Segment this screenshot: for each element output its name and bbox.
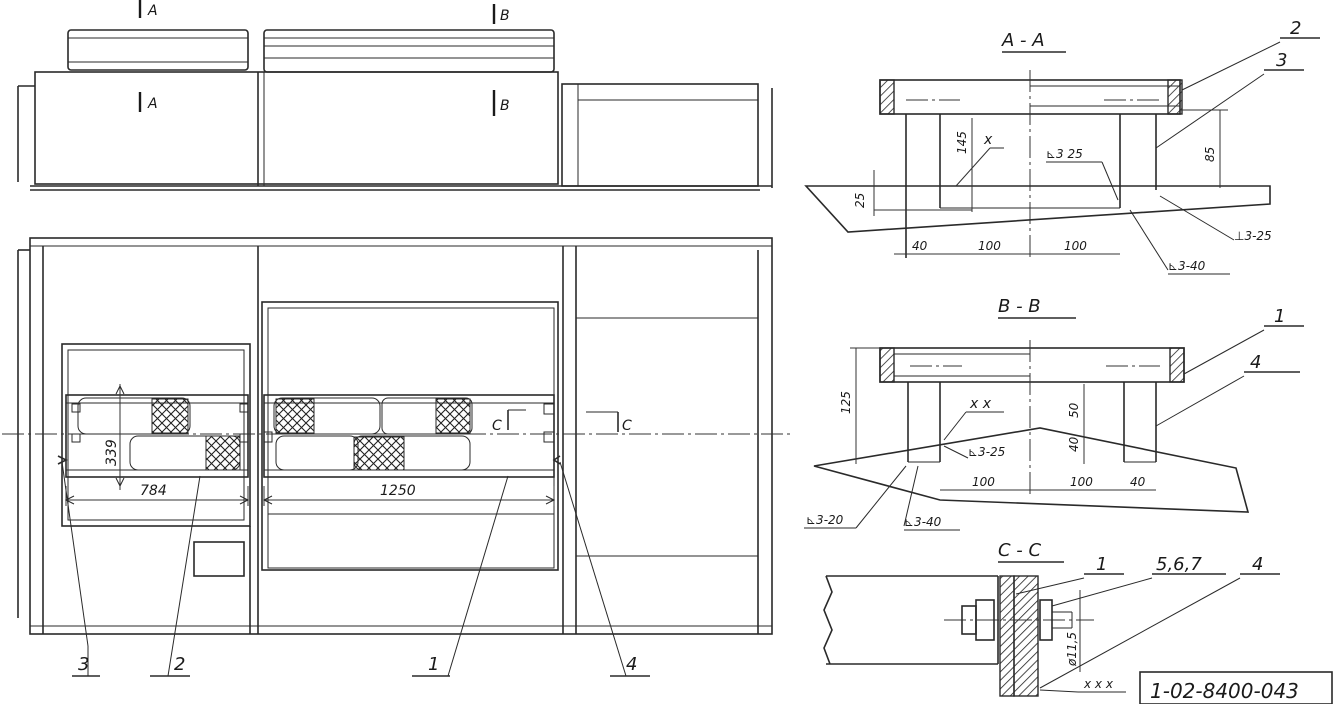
- bb-callout-4: 4: [1250, 352, 1261, 373]
- callout-1: 1: [428, 654, 439, 675]
- aa-dim-100b: 100: [1064, 239, 1087, 253]
- section-marker-b-top: B: [500, 8, 510, 24]
- bb-weld-320: ⊾3-20: [806, 513, 844, 527]
- bb-dim-40v: 40: [1067, 436, 1081, 452]
- aa-dim-145: 145: [955, 131, 969, 154]
- cc-callout-567: 5,6,7: [1156, 554, 1202, 575]
- section-marker-a-top: A: [147, 3, 158, 19]
- bb-callout-1: 1: [1274, 306, 1285, 327]
- bb-dim-40h: 40: [1130, 475, 1146, 489]
- section-marker-b-mid: B: [500, 98, 510, 114]
- aa-callout-3: 3: [1276, 50, 1287, 71]
- bb-weld-340: ⊾3-40: [904, 515, 942, 529]
- section-aa-title: A - A: [1001, 30, 1045, 51]
- callout-4: 4: [626, 654, 637, 675]
- aa-dim-100a: 100: [978, 239, 1001, 253]
- section-marker-c-left: C: [492, 418, 502, 434]
- bb-dim-100b: 100: [1070, 475, 1093, 489]
- aa-weld-340: ⊾3-40: [1168, 259, 1206, 273]
- cc-callout-1: 1: [1096, 554, 1107, 575]
- aa-callout-2: 2: [1290, 18, 1301, 39]
- section-aa: A - A 25 145 x 85 40 100 100: [804, 18, 1320, 275]
- section-cc: C - C ø11,5 x x x 1 5,6,7 4: [823, 540, 1280, 697]
- dim-339: 339: [104, 439, 120, 466]
- cc-weld-xxx: x x x: [1083, 677, 1114, 691]
- aa-weld-325a: ⊾3 25: [1046, 147, 1083, 161]
- aa-dim-40: 40: [912, 239, 928, 253]
- top-view: A A B B: [17, 0, 773, 191]
- section-bb: B - B 125 50 40 100 100 40 x x ⊾3-25 ⊾3: [804, 296, 1304, 531]
- aa-dim-25: 25: [853, 193, 867, 208]
- cc-dim-115: ø11,5: [1065, 632, 1079, 667]
- section-marker-c-right: C: [622, 418, 632, 434]
- dim-784: 784: [140, 483, 167, 499]
- section-cc-title: C - C: [998, 540, 1042, 561]
- document-number: 1-02-8400-043: [1150, 679, 1299, 703]
- title-block: 1-02-8400-043: [1139, 671, 1333, 704]
- bb-dim-125: 125: [839, 391, 853, 414]
- bb-dim-100a: 100: [972, 475, 995, 489]
- section-bb-title: B - B: [998, 296, 1041, 317]
- aa-weld-x: x: [983, 132, 993, 148]
- bb-weld-325: ⊾3-25: [968, 445, 1005, 459]
- section-marker-a-mid: A: [147, 96, 158, 112]
- bb-weld-xx: x x: [969, 396, 992, 412]
- callout-2: 2: [174, 654, 185, 675]
- aa-weld-325b: ⊥3-25: [1234, 229, 1272, 243]
- dim-1250: 1250: [380, 483, 416, 499]
- main-view: [2, 237, 790, 635]
- bb-dim-50: 50: [1067, 402, 1081, 418]
- aa-dim-85: 85: [1203, 147, 1217, 162]
- main-view-dimensions: 339 784 1250 C C: [64, 384, 632, 506]
- callout-3: 3: [78, 654, 89, 675]
- cc-callout-4: 4: [1252, 554, 1263, 575]
- main-view-callouts: 3 2 1 4: [61, 461, 650, 677]
